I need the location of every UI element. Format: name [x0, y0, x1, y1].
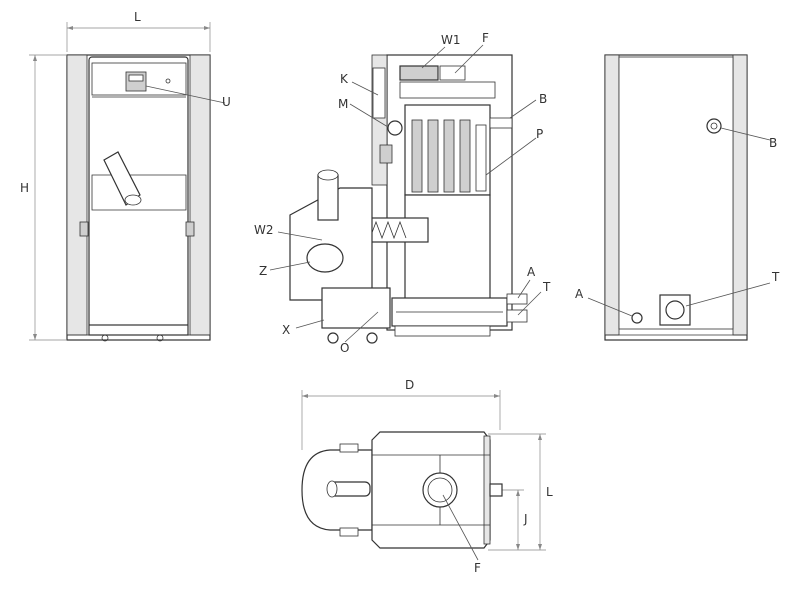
front-height-arrow-bottom — [33, 334, 37, 340]
top-handle-knob — [326, 480, 338, 498]
side-w2-label: W2 — [254, 223, 274, 237]
front-hinge-right — [185, 221, 195, 237]
front-feed-chute — [103, 151, 141, 206]
rear-left-side-panel — [604, 54, 620, 336]
side-t-leader — [517, 291, 542, 316]
side-terminal-block — [379, 144, 393, 164]
side-w2-leader — [277, 231, 323, 241]
rear-flue-t — [665, 300, 685, 320]
side-w1-label: W1 — [441, 33, 461, 47]
rear-t-leader — [685, 282, 771, 307]
front-foot-left — [101, 334, 109, 342]
top-hopper-hinge-bottom — [339, 527, 359, 537]
top-hopper-hinge-top — [339, 443, 359, 453]
front-height-label: H — [20, 181, 29, 195]
rear-right-side-panel — [732, 54, 748, 336]
side-z-label: Z — [259, 264, 267, 278]
top-f-label: F — [474, 561, 481, 575]
rear-outlet-b — [706, 118, 722, 134]
top-depth-label: D — [405, 378, 414, 392]
side-b-leader — [509, 99, 537, 119]
side-m-label: M — [338, 97, 348, 111]
front-right-side-panel — [189, 54, 211, 336]
front-hinge-left — [79, 221, 89, 237]
top-view: D L J F — [301, 378, 553, 575]
side-control-box — [372, 67, 386, 119]
side-z-leader — [269, 261, 311, 271]
front-left-side-panel — [66, 54, 88, 336]
rear-back-panel — [618, 56, 734, 330]
side-o-leader — [344, 311, 379, 343]
front-indicator-light — [165, 78, 171, 84]
rear-a-leader — [587, 297, 633, 317]
top-f-leader — [442, 494, 479, 561]
side-fan-unit — [399, 65, 439, 81]
side-riser-cap — [317, 169, 339, 181]
side-wheel-right — [366, 332, 378, 344]
side-return-pipe-a — [506, 293, 528, 305]
rear-outlet-b-inner — [710, 122, 718, 130]
top-j-label: J — [523, 512, 528, 526]
rear-b-leader — [720, 127, 771, 141]
side-f-label: F — [482, 31, 489, 45]
side-p-label: P — [536, 127, 543, 141]
top-rear-edge — [483, 435, 491, 545]
side-base-frame — [394, 325, 491, 337]
front-width-arrow-left — [67, 26, 73, 30]
side-b-label: B — [539, 92, 547, 106]
side-w1-leader — [421, 46, 446, 69]
rear-t-label: T — [771, 270, 780, 284]
rear-return-a — [631, 312, 643, 324]
front-foot-right — [156, 334, 164, 342]
top-width-arrow-top — [538, 434, 542, 440]
rear-view: B A T — [575, 54, 780, 341]
side-riser-pipe — [317, 174, 339, 221]
top-j-arrow-bottom — [516, 544, 520, 550]
side-wheel-left — [327, 332, 339, 344]
front-controller-label: U — [222, 95, 231, 109]
side-t-label: T — [542, 280, 551, 294]
front-width-label: L — [134, 10, 141, 24]
rear-b-label: B — [769, 136, 777, 150]
top-flue-inner — [427, 477, 453, 503]
side-f-leader — [454, 44, 484, 74]
top-outlet-pipe — [489, 483, 503, 497]
side-outlet-pipe-b — [489, 117, 513, 129]
top-depth-arrow-right — [494, 394, 500, 398]
side-x-leader — [295, 319, 325, 329]
top-j-arrow-top — [516, 490, 520, 496]
top-width-arrow-bottom — [538, 544, 542, 550]
front-controller-leader — [145, 85, 226, 104]
front-height-arrow-top — [33, 55, 37, 61]
front-chute-mouth — [124, 194, 142, 206]
front-controller-screen — [128, 74, 144, 82]
side-k-label: K — [340, 72, 349, 86]
side-p-leader — [485, 137, 537, 176]
side-o-label: O — [340, 341, 349, 355]
rear-a-label: A — [575, 287, 584, 301]
side-flue-outlet — [439, 65, 466, 81]
side-feeder-motor — [306, 243, 344, 273]
side-turbulators — [411, 119, 487, 193]
side-safety-thermostat — [387, 120, 403, 136]
side-top-chamber — [399, 81, 496, 99]
front-base-plinth — [88, 324, 189, 336]
side-ash-drawer — [321, 287, 391, 329]
side-x-label: X — [282, 323, 290, 337]
side-drain-t — [506, 309, 528, 323]
top-depth-arrow-left — [302, 394, 308, 398]
top-width-label: L — [546, 485, 553, 499]
side-m-leader — [349, 103, 389, 128]
side-a-label: A — [527, 265, 536, 279]
front-width-arrow-right — [204, 26, 210, 30]
side-combustion-chamber — [404, 194, 491, 301]
front-view: L H U — [20, 10, 231, 342]
side-k-leader — [351, 81, 379, 96]
side-section-view: W1 F K M B P W2 Z A T X O — [254, 31, 551, 355]
side-a-leader — [517, 279, 531, 299]
